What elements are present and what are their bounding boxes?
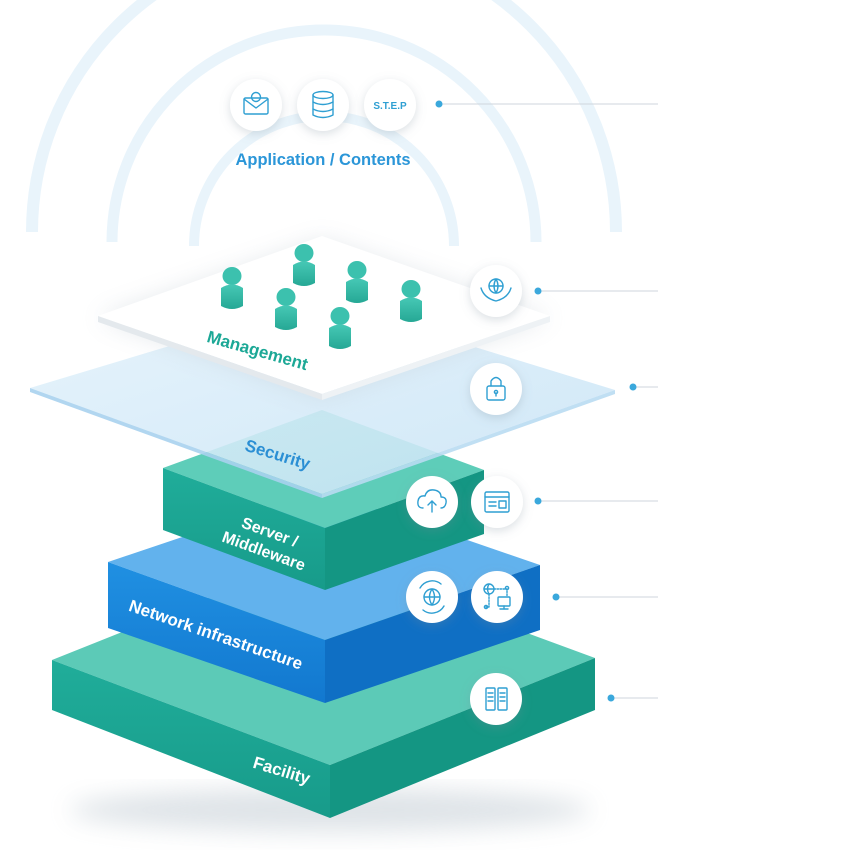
facility-right-face bbox=[330, 658, 595, 818]
step-icon: S.T.E.P bbox=[364, 79, 416, 131]
person-figure bbox=[329, 307, 351, 349]
person-figure bbox=[293, 244, 315, 286]
facility-left-face bbox=[52, 660, 330, 818]
globe-hands-icon bbox=[470, 265, 522, 317]
step-icon-label: S.T.E.P bbox=[373, 101, 407, 112]
connector-facility bbox=[607, 694, 658, 702]
person-figure bbox=[221, 267, 243, 309]
signal-arc-middle bbox=[106, 24, 542, 243]
database-icon bbox=[297, 79, 349, 131]
server-left-face bbox=[163, 468, 325, 590]
application-label: Application / Contents bbox=[235, 151, 410, 169]
network-left-face bbox=[108, 562, 325, 703]
signal-arc-inner bbox=[189, 111, 459, 247]
connector-network bbox=[552, 593, 658, 601]
signal-arc-outer bbox=[26, 0, 622, 233]
lock-icon bbox=[470, 363, 522, 415]
connector-security bbox=[629, 383, 658, 391]
connector-management bbox=[534, 287, 658, 295]
person-figure bbox=[275, 288, 297, 330]
server-rack-icon bbox=[470, 673, 522, 725]
management-layer: Management bbox=[98, 236, 550, 400]
network-topology-icon bbox=[471, 571, 523, 623]
person-figure bbox=[400, 280, 422, 322]
application-icons: S.T.E.P bbox=[230, 79, 416, 131]
management-plane bbox=[98, 236, 550, 394]
connector-server bbox=[534, 497, 658, 505]
people-group bbox=[221, 244, 422, 349]
web-page-icon bbox=[471, 476, 523, 528]
person-figure bbox=[346, 261, 368, 303]
connector-lines bbox=[435, 100, 658, 702]
cloud-upload-icon bbox=[406, 476, 458, 528]
globe-target-icon bbox=[406, 571, 458, 623]
connector-application bbox=[435, 100, 658, 108]
email-icon bbox=[230, 79, 282, 131]
